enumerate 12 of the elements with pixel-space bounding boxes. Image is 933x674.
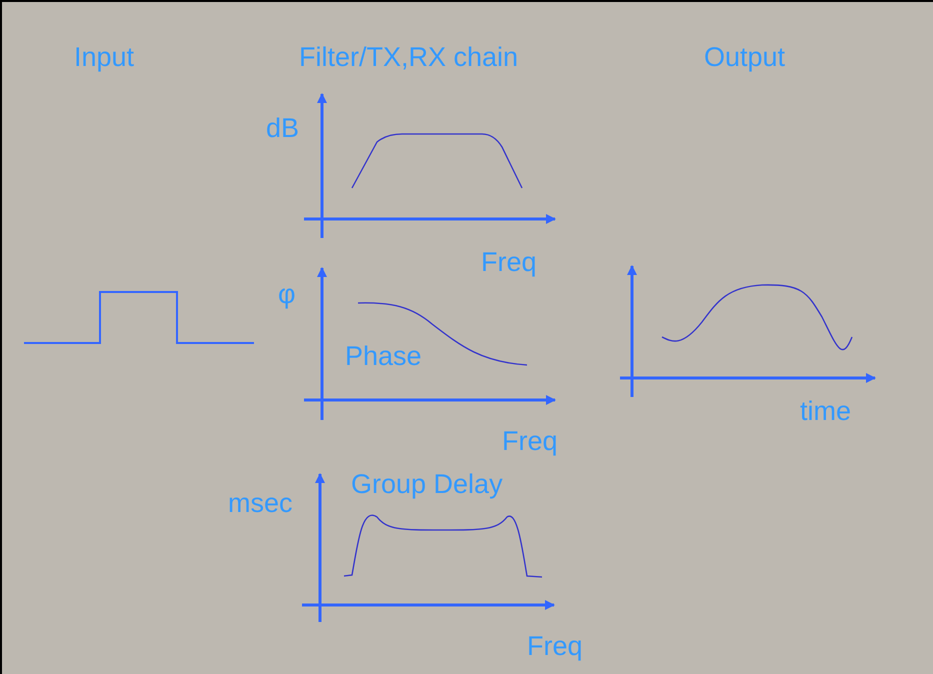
axis-label: Freq xyxy=(502,426,558,456)
axis-label: Freq xyxy=(481,247,537,277)
axis-label: φ xyxy=(278,279,296,309)
curve-label: Phase xyxy=(345,341,422,371)
curve-label: Group Delay xyxy=(351,469,503,499)
column-heading: Output xyxy=(704,42,786,72)
axis-label: msec xyxy=(228,488,293,518)
axis-label: dB xyxy=(266,113,300,143)
axis-label: Freq xyxy=(527,631,583,661)
axis-label: time xyxy=(800,396,852,426)
column-heading: Input xyxy=(74,42,134,72)
column-heading: Filter/TX,RX chain xyxy=(299,42,518,72)
